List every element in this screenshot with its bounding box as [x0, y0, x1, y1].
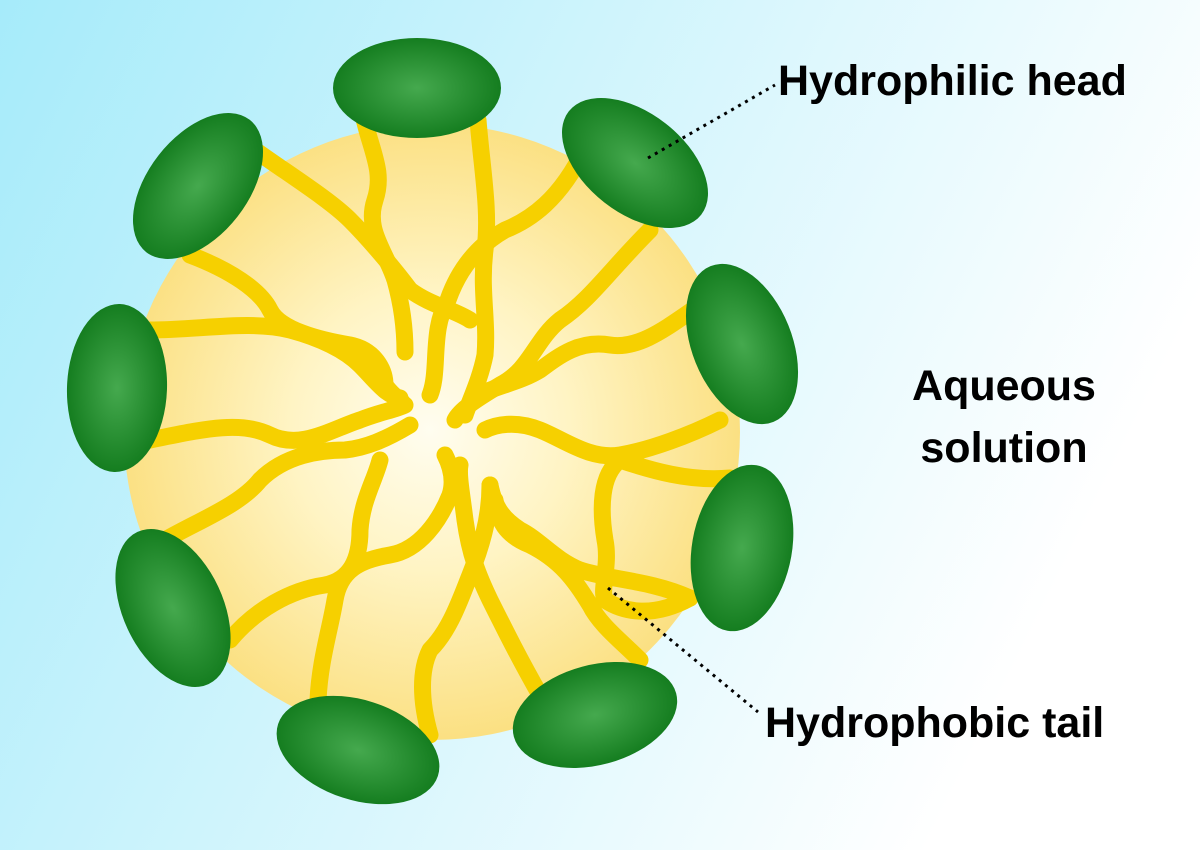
- tail-2a: [421, 139, 594, 404]
- head-bottom-right: [512, 662, 678, 768]
- tail-5a: [469, 296, 709, 404]
- hydrophobic-tails: [141, 101, 739, 744]
- tail-8b: [414, 476, 499, 744]
- head-top: [333, 38, 501, 138]
- tail-4a: [141, 317, 409, 407]
- hydrophilic-heads: [66, 38, 799, 805]
- tail-1b: [456, 111, 496, 424]
- head-right-lower: [690, 464, 794, 632]
- label-hydrophobic-tail: Hydrophobic tail: [765, 699, 1104, 747]
- tail-4b: [141, 396, 414, 449]
- head-upper-right: [561, 97, 709, 229]
- tail-leader-line: [607, 586, 759, 714]
- tail-5b: [476, 411, 729, 465]
- head-leader-line: [647, 83, 776, 160]
- head-lower-left: [115, 528, 231, 688]
- tail-9b: [486, 491, 649, 669]
- head-left: [66, 304, 168, 472]
- tail-7a: [156, 416, 419, 549]
- tail-9a: [451, 456, 549, 704]
- label-aqueous: Aqueous: [912, 362, 1096, 410]
- tail-3a: [246, 141, 479, 329]
- tail-8a: [309, 446, 461, 709]
- head-bottom: [276, 695, 440, 805]
- head-right: [685, 263, 799, 425]
- tail-6a: [593, 451, 739, 620]
- head-upper-left: [132, 112, 264, 260]
- label-solution: solution: [920, 424, 1087, 472]
- label-hydrophilic-head: Hydrophilic head: [778, 57, 1127, 105]
